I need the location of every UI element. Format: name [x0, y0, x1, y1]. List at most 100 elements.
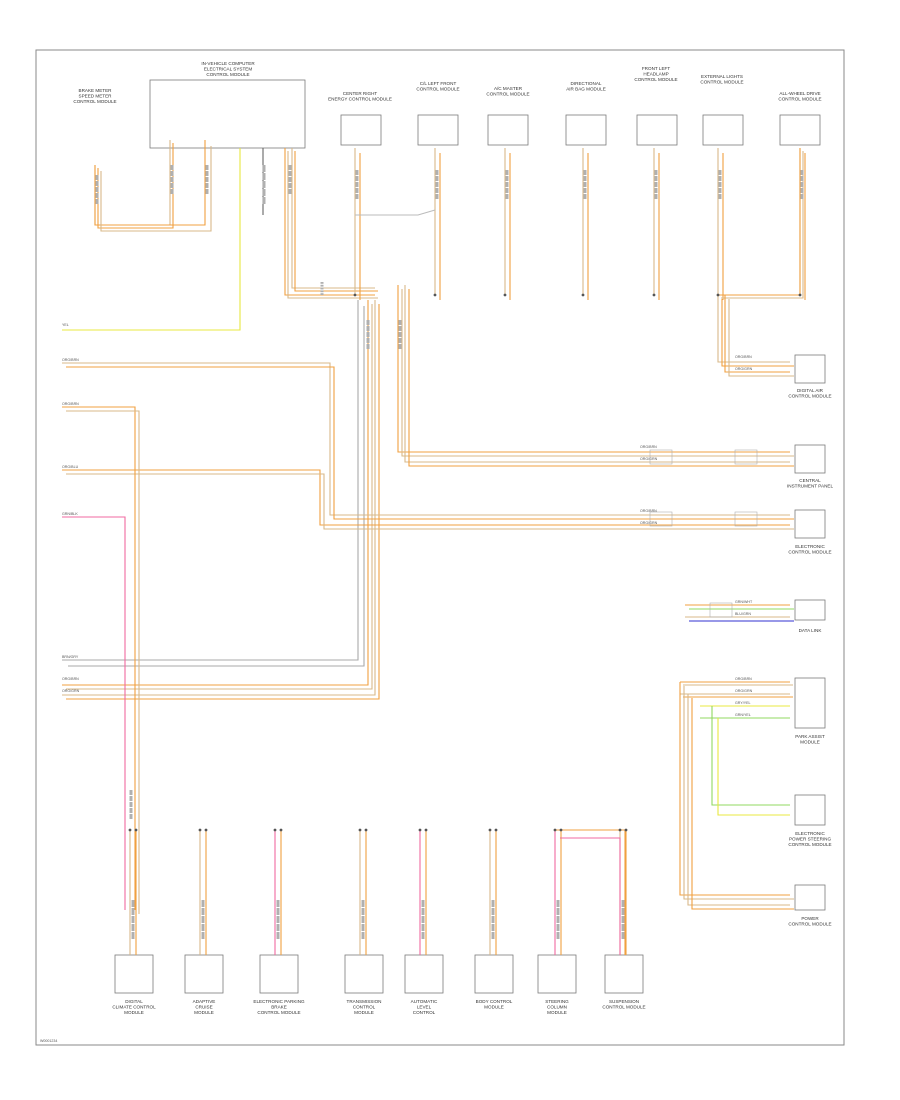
inline-connector-4	[709, 602, 733, 618]
module-box-t8	[779, 114, 821, 146]
module-box-r1	[794, 444, 826, 474]
right-wire-label-rw2: ORG/BRN	[640, 445, 657, 449]
connector-bottom-6	[556, 916, 560, 923]
wire-ext-r0-2-a	[724, 295, 790, 373]
connector-bottom-1	[201, 900, 205, 907]
connector-trunk-2	[398, 344, 402, 349]
wire-trunk-gray-a	[62, 300, 359, 661]
connector-top-1	[435, 182, 439, 187]
wire-left-r2-a	[62, 362, 790, 516]
wire-brake-loop-2-a	[94, 140, 206, 226]
module-box-b4	[404, 954, 444, 994]
wire-right-r1-b	[401, 289, 794, 457]
right-wire-label-rw11: GRN/YEL	[735, 713, 751, 717]
connector-bottom-4	[421, 916, 425, 923]
connector-trunk-1	[366, 338, 370, 343]
connector-main-4	[288, 171, 292, 176]
wire-left-drop-pink	[62, 516, 126, 910]
module-box-b7	[604, 954, 644, 994]
splice-bottom-6-a	[553, 828, 557, 832]
connector-main-2	[205, 189, 209, 194]
connector-top-2	[505, 176, 509, 181]
right-wire-label-rw0: ORG/BRN	[735, 355, 752, 359]
connector-bottom-3	[361, 908, 365, 915]
connector-bottom-6	[556, 932, 560, 939]
connector-bottom-4	[421, 908, 425, 915]
connector-top-0	[355, 170, 359, 175]
splice-bottom-5-b	[494, 828, 498, 832]
wire-r6-1-a	[679, 682, 790, 896]
wire-brake-loop-b	[97, 143, 174, 229]
splice-top-2	[503, 293, 507, 297]
connector-bottom-2	[276, 908, 280, 915]
connector-main-2	[205, 165, 209, 170]
right-wire-label-rw7: BLU/GRN	[735, 612, 751, 616]
connector-bottom-1	[201, 924, 205, 931]
left-wire-label-w2: ORG/BRN	[62, 402, 79, 406]
connector-top-4	[654, 194, 658, 199]
wire-r5-2	[717, 718, 790, 816]
connector-main-1	[170, 165, 174, 170]
splice-bottom-6-b	[559, 828, 563, 832]
connector-junction-top	[320, 290, 324, 293]
module-box-t6	[636, 114, 678, 146]
connector-brake	[95, 193, 99, 198]
wire-brake-loop-a	[94, 140, 171, 226]
diagram-frame	[35, 49, 845, 1046]
connector-brake	[95, 175, 99, 180]
connector-bottom-5	[491, 924, 495, 931]
wire-main-bus-2-b	[294, 151, 378, 292]
wire-brake-loop-2-b	[100, 146, 212, 232]
connector-top-6	[800, 194, 804, 199]
wire-ext-bus-a	[718, 148, 801, 296]
splice-bottom-1-a	[198, 828, 202, 832]
splice-top-5	[716, 293, 720, 297]
connector-bottom-7	[621, 908, 625, 915]
splice-bottom-4-b	[424, 828, 428, 832]
module-box-t3	[417, 114, 459, 146]
connector-bottom-7	[621, 916, 625, 923]
inline-connector-1	[649, 511, 673, 527]
left-wire-label-w5: BRN/GRY	[62, 655, 79, 659]
right-wire-label-rw10: GRY/YEL	[735, 701, 751, 705]
connector-top-2	[505, 182, 509, 187]
connector-top-2	[505, 170, 509, 175]
connector-main-3	[262, 181, 266, 188]
wire-right-r1-a	[397, 285, 790, 453]
wire-right-r1-2-a	[404, 285, 790, 463]
module-box-t4	[487, 114, 529, 146]
splice-bottom-5-a	[488, 828, 492, 832]
left-wire-label-w7: ORG/GRN	[62, 689, 80, 693]
wire-b6-b7-pink	[560, 837, 621, 955]
connector-junction-top	[320, 293, 324, 295]
connector-top-5	[718, 188, 722, 193]
wire-trunk-2-b	[66, 304, 380, 700]
connector-trunk-1	[366, 332, 370, 337]
module-box-r2	[794, 509, 826, 539]
connector-bottom-0	[131, 908, 135, 915]
right-wire-label-rw6: GRN/WHT	[735, 600, 753, 604]
connector-bottom-7	[621, 932, 625, 939]
splice-bottom-7-b	[624, 828, 628, 832]
left-wire-label-w3: ORG/BLU	[62, 465, 79, 469]
connector-bottom-3	[361, 900, 365, 907]
inline-connector-0	[649, 449, 673, 465]
connector-top-5	[718, 194, 722, 199]
splice-bottom-2-a	[273, 828, 277, 832]
module-box-t7	[702, 114, 744, 146]
connector-bottom-0	[131, 924, 135, 931]
connector-main-4	[288, 183, 292, 188]
connector-main-1	[170, 177, 174, 182]
wire-b6-b7	[555, 829, 626, 955]
connector-main-3	[262, 197, 266, 204]
